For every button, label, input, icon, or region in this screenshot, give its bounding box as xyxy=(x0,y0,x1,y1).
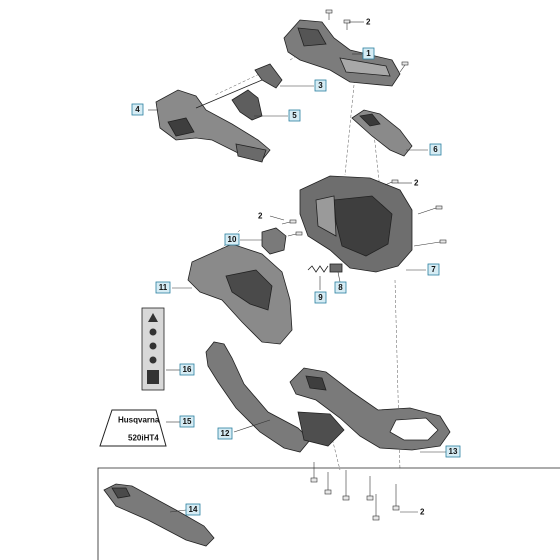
callout-15: 15 xyxy=(179,415,195,428)
callout-1: 1 xyxy=(362,47,375,60)
part-6-trigger-cover xyxy=(351,109,413,157)
callout-2-bottom: 2 xyxy=(420,508,425,517)
part-13-front-handle xyxy=(289,367,451,451)
callout-3: 3 xyxy=(314,79,327,92)
part-7-main-housing xyxy=(299,175,413,273)
part-15-brand-decal: Husqvarna 520iHT4 xyxy=(99,409,167,447)
callout-3-text: 3 xyxy=(318,81,323,90)
part-10-bracket xyxy=(261,227,287,255)
callout-2-mid: 2 xyxy=(414,179,419,188)
part-5-lever xyxy=(231,89,263,121)
callout-12: 12 xyxy=(217,427,233,440)
callout-leaders xyxy=(148,21,446,513)
part-1-top-housing xyxy=(283,19,401,87)
callout-9-text: 9 xyxy=(318,293,323,302)
callout-11-text: 11 xyxy=(159,283,168,292)
callout-4-text: 4 xyxy=(135,105,140,114)
callout-14-text: 14 xyxy=(189,505,198,514)
callout-5: 5 xyxy=(288,109,301,122)
callout-12-text: 12 xyxy=(221,429,230,438)
part-9-spring xyxy=(307,265,329,273)
callout-16: 16 xyxy=(179,363,195,376)
callout-2-top-text: 2 xyxy=(366,18,371,27)
callout-2-bottom-text: 2 xyxy=(420,508,425,517)
inset-frame xyxy=(97,467,560,560)
callout-16-text: 16 xyxy=(183,365,192,374)
callout-14: 14 xyxy=(185,503,201,516)
callout-1-text: 1 xyxy=(366,49,371,58)
callout-4: 4 xyxy=(131,103,144,116)
callout-2-left: 2 xyxy=(258,212,263,221)
part-14-handle-cover xyxy=(103,483,215,547)
callout-13-text: 13 xyxy=(449,447,458,456)
part-3-linkage xyxy=(195,63,283,109)
callout-2-top: 2 xyxy=(366,18,371,27)
callout-2-left-text: 2 xyxy=(258,212,263,221)
callout-10-text: 10 xyxy=(228,235,237,244)
callout-11: 11 xyxy=(155,281,171,294)
callout-8-text: 8 xyxy=(338,283,343,292)
callout-7-text: 7 xyxy=(431,265,436,274)
callout-15-text: 15 xyxy=(183,417,192,426)
callout-5-text: 5 xyxy=(292,111,297,120)
callout-13: 13 xyxy=(445,445,461,458)
part-4-motor-housing xyxy=(155,89,271,163)
part-8-switch xyxy=(329,263,343,273)
decal-brand-text: Husqvarna xyxy=(118,416,160,425)
callout-2-mid-text: 2 xyxy=(414,179,419,188)
screws xyxy=(281,9,447,521)
callout-10: 10 xyxy=(224,233,240,246)
decal-model-text: 520iHT4 xyxy=(128,434,159,443)
part-12-rear-handle xyxy=(205,341,345,453)
callout-6-text: 6 xyxy=(433,145,438,154)
part-11-handle-housing xyxy=(187,243,293,345)
callout-6: 6 xyxy=(429,143,442,156)
callout-7: 7 xyxy=(427,263,440,276)
part-16-warning-decal xyxy=(141,307,165,391)
callout-9: 9 xyxy=(314,291,327,304)
callout-8: 8 xyxy=(334,281,347,294)
